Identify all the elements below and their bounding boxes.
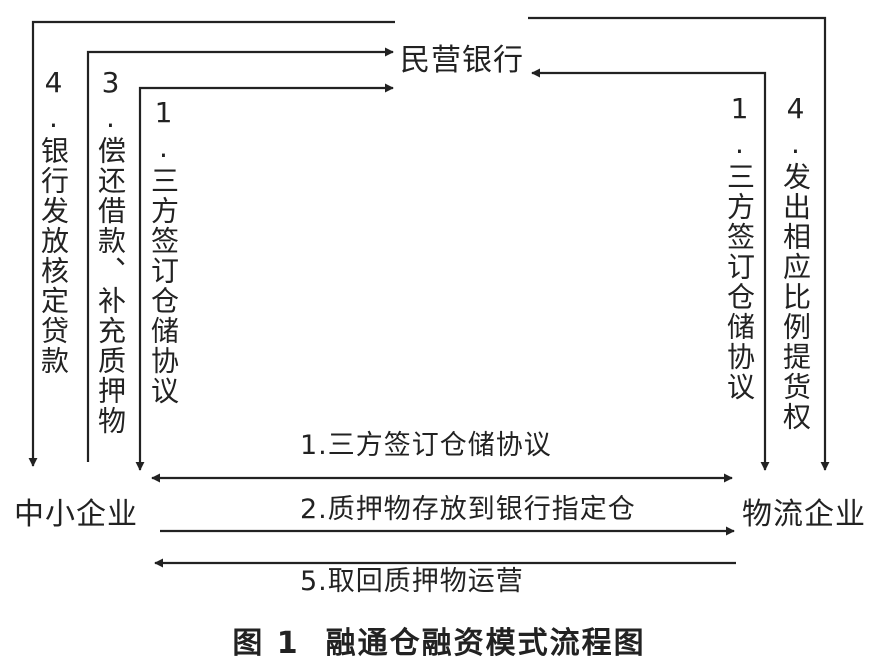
arrow-bank-to-logistics-rights — [528, 16, 830, 471]
node-sme: 中小企业 — [14, 497, 138, 532]
arrow-bank-to-sme-loan — [28, 20, 395, 467]
arrow-sme-to-bank-repay — [86, 47, 394, 462]
label-right-agreement: 1.三方签订仓储协议 — [723, 92, 756, 402]
label-left-agreement: 1.三方签订仓储协议 — [147, 96, 180, 406]
label-pickup-rights: 4.发出相应比例提货权 — [779, 92, 812, 432]
arrow-bank-sme-agreement — [135, 83, 394, 471]
arrow-logistics-bank-agreement — [531, 68, 770, 471]
label-repay: 3.偿还借款、补充质押物 — [94, 66, 127, 436]
label-loan: 4.银行发放核定贷款 — [37, 66, 70, 376]
label-h-agreement: 1.三方签订仓储协议 — [300, 430, 552, 461]
node-logistics: 物流企业 — [742, 497, 866, 532]
label-h-retrieve: 5.取回质押物运营 — [300, 566, 524, 597]
node-bank: 民营银行 — [400, 43, 524, 78]
label-h-storage: 2.质押物存放到银行指定仓 — [300, 494, 636, 525]
figure-number: 图 1 — [232, 626, 300, 661]
figure-title: 融通仓融资模式流程图 — [325, 626, 646, 661]
figure-caption: 图 1 融通仓融资模式流程图 — [0, 618, 878, 662]
